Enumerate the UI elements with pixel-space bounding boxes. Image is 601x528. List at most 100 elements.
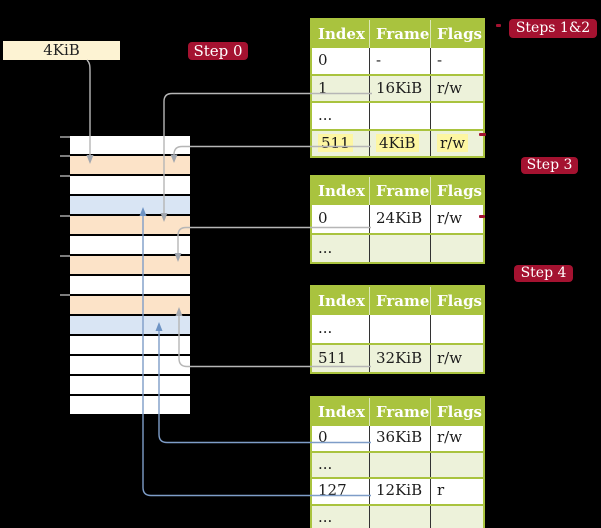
cell-frame bbox=[369, 315, 430, 343]
memory-tick bbox=[60, 294, 70, 296]
memory-tick bbox=[60, 155, 70, 157]
table-row: ... bbox=[312, 503, 483, 528]
red-dash bbox=[496, 24, 501, 27]
cell-index: ... bbox=[318, 106, 333, 124]
highlighted-value: 511 bbox=[318, 133, 353, 152]
table-header: Index Frame Flags bbox=[312, 287, 483, 315]
cell-frame bbox=[369, 234, 430, 262]
memory-row bbox=[70, 376, 190, 396]
red-dash bbox=[479, 215, 485, 218]
table-row: 127 12KiB r bbox=[312, 477, 483, 504]
memory-tick bbox=[60, 255, 70, 257]
memory-row bbox=[70, 256, 190, 276]
table-row: 1 16KiB r/w bbox=[312, 73, 483, 101]
column-header-flags: Flags bbox=[430, 287, 483, 315]
cell-flags: r/w bbox=[430, 344, 483, 372]
cell-frame: 32KiB bbox=[369, 344, 430, 372]
page-table-steps-1-2: Index Frame Flags 0 - - 1 16KiB r/w ... … bbox=[310, 18, 485, 158]
cell-frame: 24KiB bbox=[369, 205, 430, 233]
cell-flags: r bbox=[430, 479, 483, 504]
cell-frame bbox=[369, 505, 430, 528]
cell-index: 0 bbox=[318, 51, 328, 69]
column-header-frame: Frame bbox=[369, 20, 430, 48]
table-row: ... bbox=[312, 232, 483, 262]
memory-row bbox=[70, 356, 190, 376]
cell-flags: r/w bbox=[430, 75, 483, 101]
page-table-step-4-upper: Index Frame Flags ... 511 32KiB r/w bbox=[310, 285, 485, 374]
cell-flags bbox=[430, 505, 483, 528]
cell-index: ... bbox=[318, 454, 333, 473]
cell-flags bbox=[430, 234, 483, 262]
cell-frame: 4KiB bbox=[369, 130, 430, 156]
table-row: 0 24KiB r/w bbox=[312, 205, 483, 233]
memory-row bbox=[70, 136, 190, 156]
badge-steps-1-2: Steps 1&2 bbox=[509, 19, 597, 38]
cell-index: 127 bbox=[318, 481, 347, 499]
memory-tick bbox=[60, 136, 70, 138]
page-table-step-3: Index Frame Flags 0 24KiB r/w ... bbox=[310, 175, 485, 264]
column-header-index: Index bbox=[318, 182, 365, 200]
cell-flags: r/w bbox=[430, 426, 483, 451]
cell-index: 0 bbox=[318, 209, 328, 227]
cell-flags: - bbox=[430, 48, 483, 74]
cell-index: ... bbox=[318, 238, 333, 257]
column-header-index: Index bbox=[318, 292, 365, 310]
memory-row bbox=[70, 396, 190, 414]
cell-frame: - bbox=[369, 48, 430, 74]
table-row: 0 36KiB r/w bbox=[312, 426, 483, 451]
highlighted-value: r/w bbox=[437, 133, 469, 152]
table-row: ... bbox=[312, 101, 483, 129]
cell-index: 1 bbox=[318, 78, 328, 97]
page-size-label: 4KiB bbox=[3, 41, 120, 60]
memory-row bbox=[70, 156, 190, 176]
cell-flags: r/w bbox=[430, 130, 483, 156]
badge-step-0: Step 0 bbox=[188, 42, 248, 60]
table-header: Index Frame Flags bbox=[312, 177, 483, 205]
column-header-index: Index bbox=[318, 25, 365, 43]
cell-index: 511 bbox=[318, 348, 347, 367]
memory-row bbox=[70, 316, 190, 336]
red-dash bbox=[479, 133, 486, 136]
column-header-frame: Frame bbox=[369, 287, 430, 315]
column-header-frame: Frame bbox=[369, 177, 430, 205]
cell-frame bbox=[369, 103, 430, 129]
cell-flags bbox=[430, 103, 483, 129]
memory-row bbox=[70, 336, 190, 356]
table-header: Index Frame Flags bbox=[312, 398, 483, 426]
table-row: 511 32KiB r/w bbox=[312, 342, 483, 372]
cell-frame: 16KiB bbox=[369, 75, 430, 101]
cell-index: ... bbox=[318, 507, 333, 526]
cell-frame: 36KiB bbox=[369, 426, 430, 451]
memory-tick bbox=[60, 175, 70, 177]
badge-step-3: Step 3 bbox=[521, 157, 578, 174]
column-header-flags: Flags bbox=[430, 20, 483, 48]
page-table-step-4-lower: Index Frame Flags 0 36KiB r/w ... 127 12… bbox=[310, 396, 485, 528]
memory-row bbox=[70, 176, 190, 196]
highlighted-value: 4KiB bbox=[376, 133, 419, 152]
badge-step-4: Step 4 bbox=[514, 265, 573, 282]
table-row: ... bbox=[312, 315, 483, 343]
cell-frame bbox=[369, 452, 430, 477]
physical-memory-column bbox=[70, 136, 190, 414]
table-header: Index Frame Flags bbox=[312, 20, 483, 48]
table-row: 0 - - bbox=[312, 48, 483, 74]
cell-frame: 12KiB bbox=[369, 479, 430, 504]
column-header-flags: Flags bbox=[430, 398, 483, 426]
cell-index: ... bbox=[318, 319, 333, 337]
column-header-frame: Frame bbox=[369, 398, 430, 426]
memory-row bbox=[70, 196, 190, 216]
table-row-highlighted: 511 4KiB r/w bbox=[312, 128, 483, 157]
cell-flags bbox=[430, 315, 483, 343]
cell-index: 511 bbox=[312, 131, 369, 157]
memory-row bbox=[70, 296, 190, 316]
cell-flags: r/w bbox=[430, 205, 483, 233]
column-header-flags: Flags bbox=[430, 177, 483, 205]
cell-index: 0 bbox=[318, 428, 328, 446]
memory-tick bbox=[60, 215, 70, 217]
memory-row bbox=[70, 276, 190, 296]
memory-row bbox=[70, 216, 190, 236]
memory-row bbox=[70, 236, 190, 256]
column-header-index: Index bbox=[318, 403, 365, 421]
cell-flags bbox=[430, 452, 483, 477]
